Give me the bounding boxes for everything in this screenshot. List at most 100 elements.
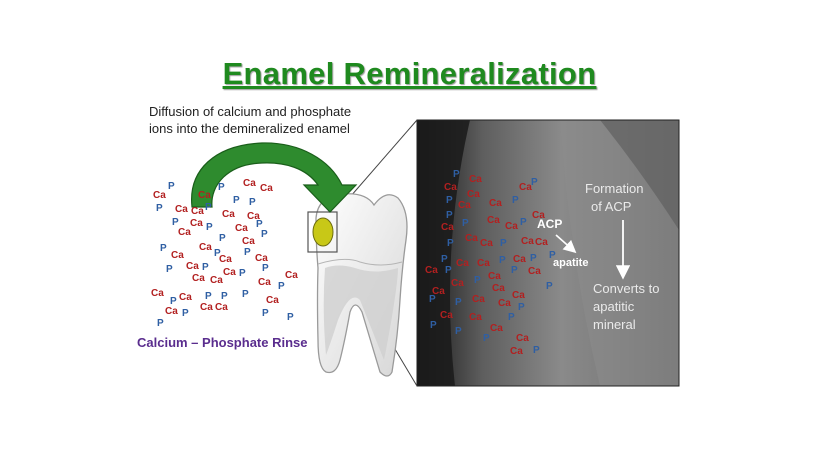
phosphate-ion: P bbox=[239, 268, 246, 279]
phosphate-ion: P bbox=[500, 238, 507, 249]
calcium-ion: Ca bbox=[215, 302, 228, 313]
calcium-ion: Ca bbox=[219, 254, 232, 265]
calcium-ion: Ca bbox=[432, 286, 445, 297]
calcium-ion: Ca bbox=[200, 302, 213, 313]
calcium-ion: Ca bbox=[512, 290, 525, 301]
calcium-ion: Ca bbox=[498, 298, 511, 309]
calcium-ion: Ca bbox=[198, 190, 211, 201]
phosphate-ion: P bbox=[205, 291, 212, 302]
phosphate-ion: P bbox=[518, 302, 525, 313]
phosphate-ion: P bbox=[446, 195, 453, 206]
calcium-ion: Ca bbox=[165, 306, 178, 317]
calcium-ion: Ca bbox=[192, 273, 205, 284]
calcium-ion: Ca bbox=[210, 275, 223, 286]
phosphate-ion: P bbox=[157, 318, 164, 329]
phosphate-ion: P bbox=[453, 169, 460, 180]
micrograph-panel bbox=[416, 119, 680, 387]
calcium-ion: Ca bbox=[510, 346, 523, 357]
calcium-ion: Ca bbox=[451, 278, 464, 289]
calcium-ion: Ca bbox=[258, 277, 271, 288]
calcium-ion: Ca bbox=[535, 237, 548, 248]
phosphate-ion: P bbox=[242, 289, 249, 300]
phosphate-ion: P bbox=[214, 248, 221, 259]
diffusion-arrow-icon bbox=[191, 142, 358, 213]
formation-line-1: Formation bbox=[585, 181, 644, 196]
phosphate-ion: P bbox=[441, 254, 448, 265]
phosphate-ion: P bbox=[483, 333, 490, 344]
phosphate-ion: P bbox=[446, 210, 453, 221]
calcium-ion: Ca bbox=[199, 242, 212, 253]
calcium-ion: Ca bbox=[171, 250, 184, 261]
calcium-ion: Ca bbox=[490, 323, 503, 334]
phosphate-ion: P bbox=[182, 308, 189, 319]
calcium-ion: Ca bbox=[266, 295, 279, 306]
phosphate-ion: P bbox=[244, 247, 251, 258]
calcium-ion: Ca bbox=[186, 261, 199, 272]
calcium-ion: Ca bbox=[440, 310, 453, 321]
calcium-ion: Ca bbox=[469, 312, 482, 323]
calcium-ion: Ca bbox=[243, 178, 256, 189]
phosphate-ion: P bbox=[430, 320, 437, 331]
phosphate-ion: P bbox=[261, 229, 268, 240]
calcium-ion: Ca bbox=[467, 189, 480, 200]
phosphate-ion: P bbox=[256, 219, 263, 230]
phosphate-ion: P bbox=[455, 297, 462, 308]
calcium-ion: Ca bbox=[528, 266, 541, 277]
calcium-ion: Ca bbox=[191, 206, 204, 217]
calcium-ion: Ca bbox=[179, 292, 192, 303]
converts-line-1: Converts to bbox=[593, 281, 659, 296]
tooth-illustration bbox=[307, 193, 408, 377]
calcium-ion: Ca bbox=[513, 254, 526, 265]
phosphate-ion: P bbox=[287, 312, 294, 323]
calcium-ion: Ca bbox=[458, 200, 471, 211]
calcium-ion: Ca bbox=[492, 283, 505, 294]
calcium-ion: Ca bbox=[247, 211, 260, 222]
phosphate-ion: P bbox=[278, 281, 285, 292]
phosphate-ion: P bbox=[249, 197, 256, 208]
phosphate-ion: P bbox=[262, 308, 269, 319]
calcium-ion: Ca bbox=[489, 198, 502, 209]
phosphate-ion: P bbox=[262, 263, 269, 274]
calcium-ion: Ca bbox=[516, 333, 529, 344]
calcium-ion: Ca bbox=[285, 270, 298, 281]
phosphate-ion: P bbox=[445, 265, 452, 276]
phosphate-ion: P bbox=[160, 243, 167, 254]
phosphate-ion: P bbox=[172, 217, 179, 228]
phosphate-ion: P bbox=[508, 312, 515, 323]
phosphate-ion: P bbox=[520, 217, 527, 228]
calcium-ion: Ca bbox=[472, 294, 485, 305]
calcium-ion: Ca bbox=[223, 267, 236, 278]
calcium-ion: Ca bbox=[456, 258, 469, 269]
demineralized-lesion bbox=[312, 217, 334, 247]
phosphate-ion: P bbox=[170, 296, 177, 307]
calcium-ion: Ca bbox=[505, 221, 518, 232]
converts-line-2: apatitic bbox=[593, 299, 635, 314]
calcium-ion: Ca bbox=[488, 271, 501, 282]
page-title: Enamel Remineralization bbox=[222, 56, 597, 91]
phosphate-ion: P bbox=[462, 218, 469, 229]
calcium-ion: Ca bbox=[477, 258, 490, 269]
phosphate-ion: P bbox=[202, 262, 209, 273]
zoom-box bbox=[307, 211, 338, 253]
calcium-ion: Ca bbox=[260, 183, 273, 194]
phosphate-ion: P bbox=[549, 250, 556, 261]
phosphate-ion: P bbox=[533, 345, 540, 356]
phosphate-ion: P bbox=[511, 265, 518, 276]
calcium-ion: Ca bbox=[444, 182, 457, 193]
formation-line-2: of ACP bbox=[591, 199, 631, 214]
phosphate-ion: P bbox=[531, 177, 538, 188]
calcium-ion: Ca bbox=[465, 233, 478, 244]
calcium-ion: Ca bbox=[190, 218, 203, 229]
calcium-ion: Ca bbox=[480, 238, 493, 249]
calcium-ion: Ca bbox=[441, 222, 454, 233]
acp-label: ACP bbox=[537, 217, 562, 231]
diffusion-line-2: ions into the demineralized enamel bbox=[149, 121, 350, 136]
phosphate-ion: P bbox=[166, 264, 173, 275]
calcium-ion: Ca bbox=[222, 209, 235, 220]
calcium-ion: Ca bbox=[519, 182, 532, 193]
phosphate-ion: P bbox=[218, 182, 225, 193]
calcium-ion: Ca bbox=[235, 223, 248, 234]
